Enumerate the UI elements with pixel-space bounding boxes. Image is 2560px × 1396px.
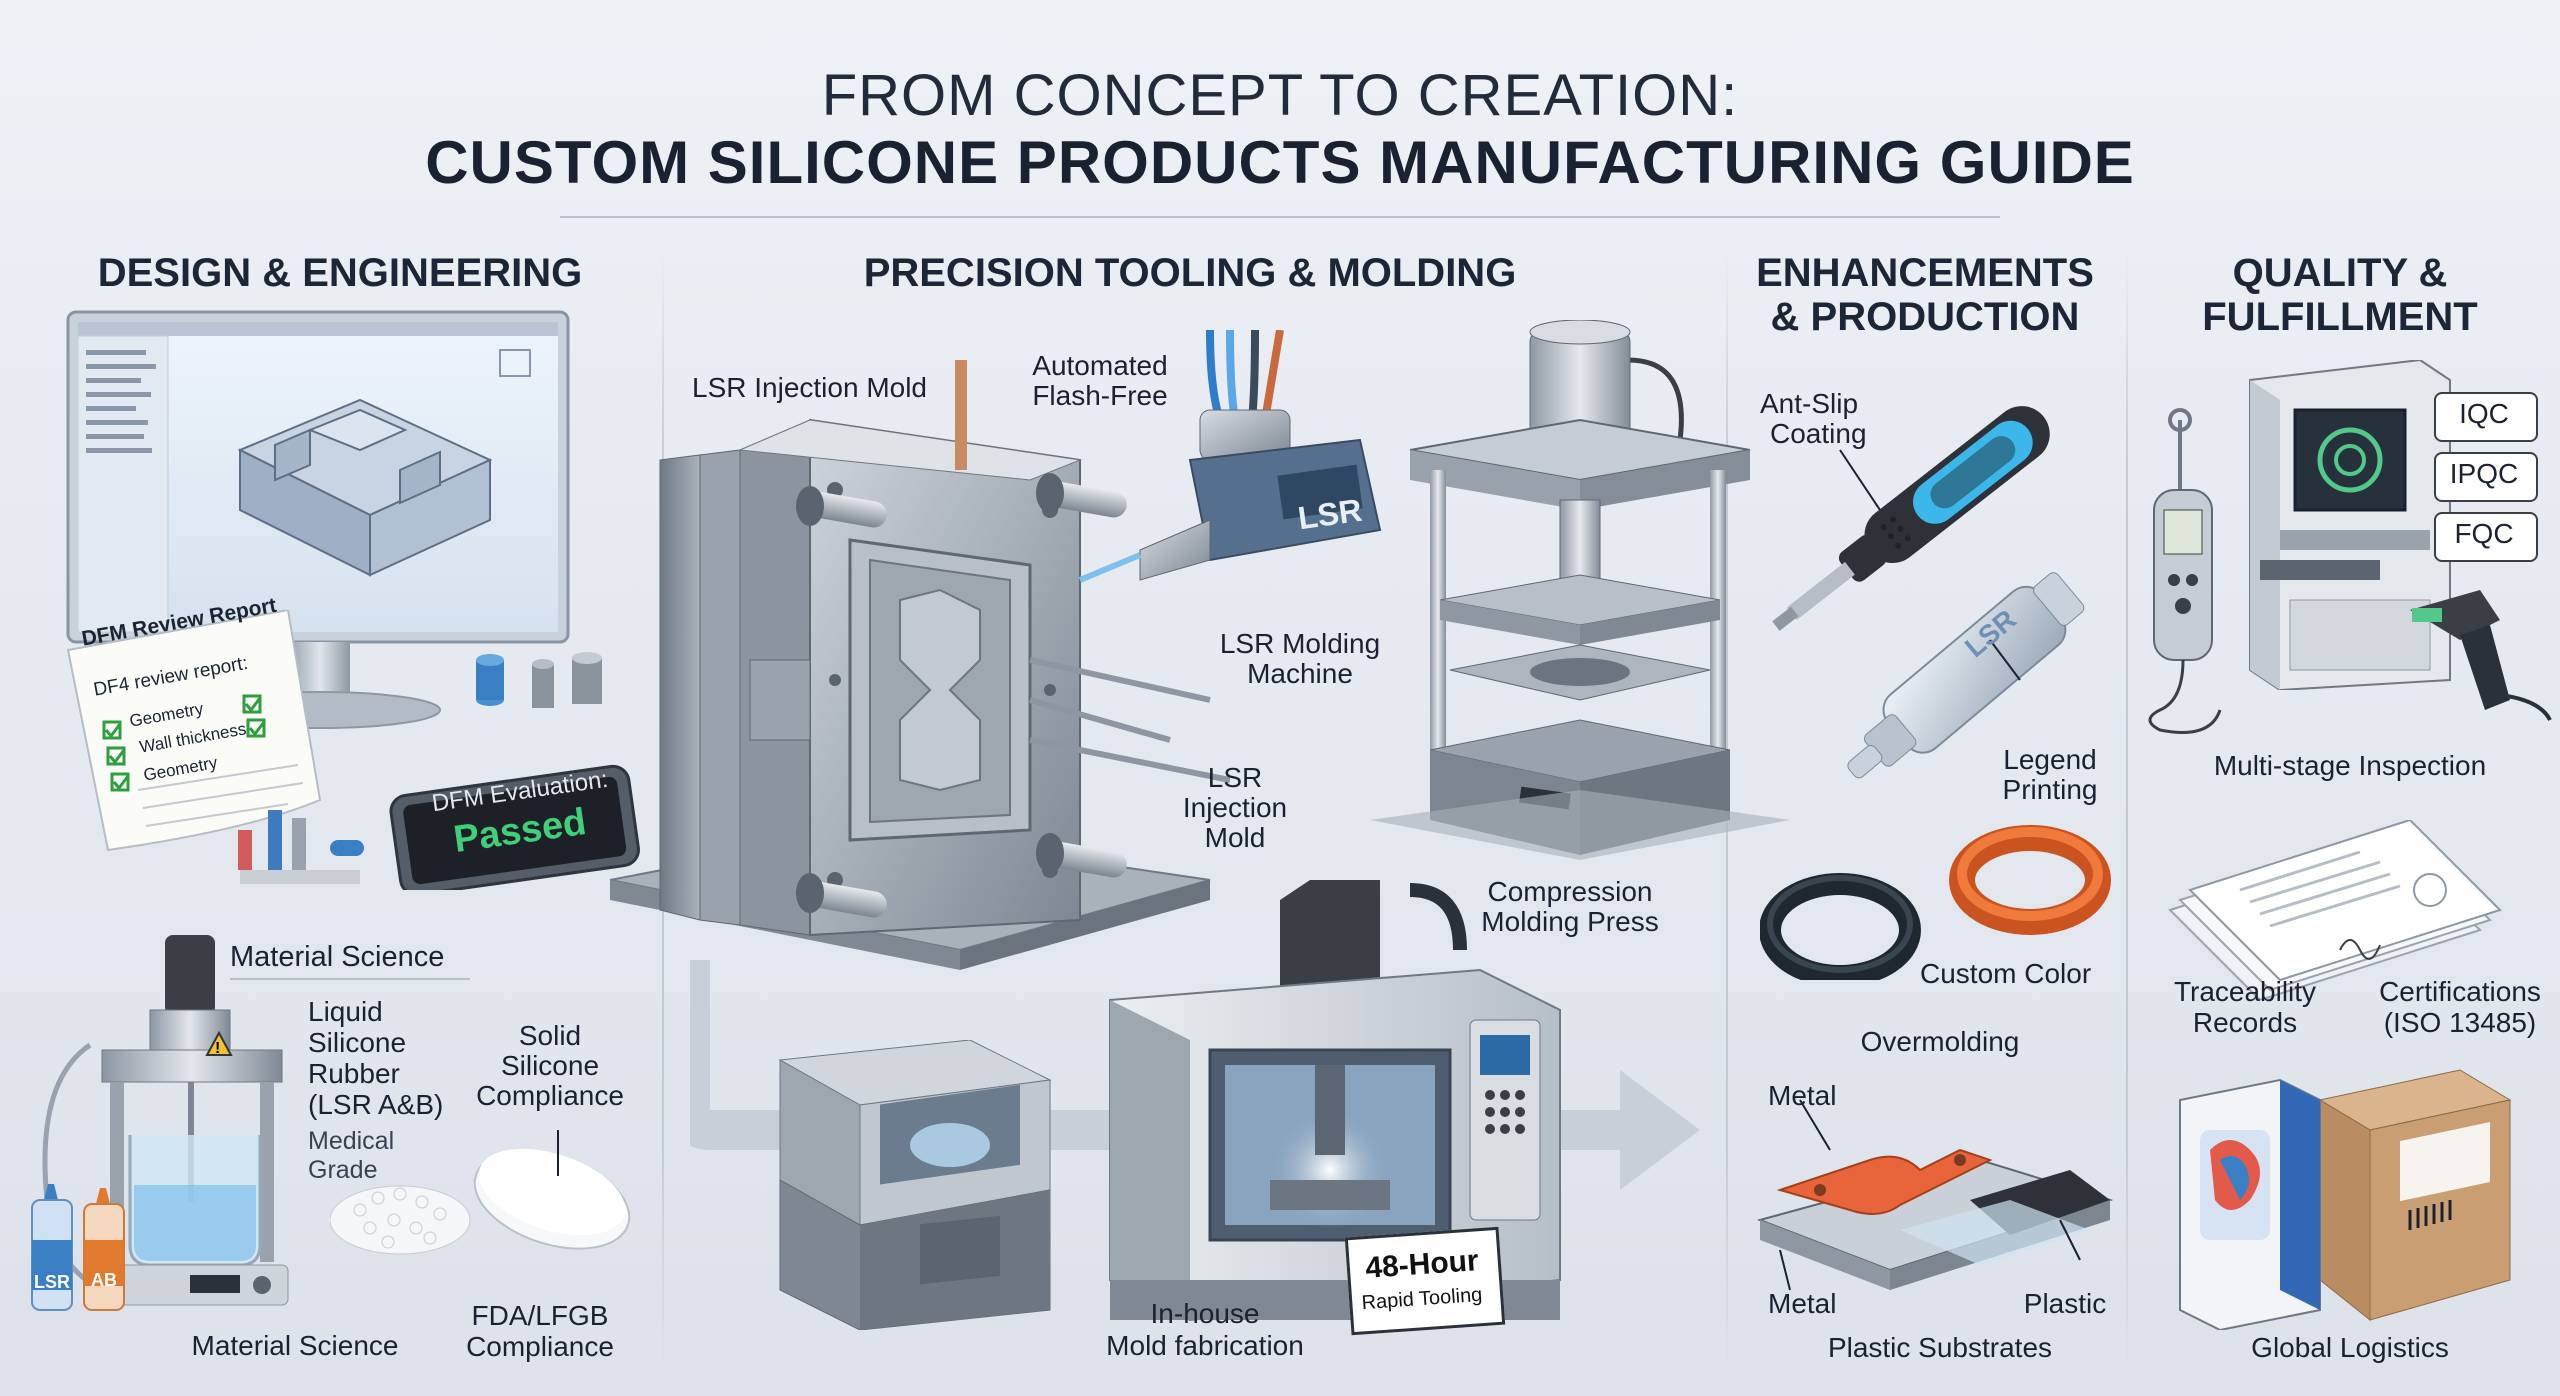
lsr-injection-line-2: Injection [1182,792,1288,823]
metal-label-top: Metal [1768,1080,1837,1111]
overmolding-label: Overmolding [1860,1026,2020,1057]
section-enhancements-heading-2: & PRODUCTION [1770,295,2080,339]
ipqc-tag [2434,452,2538,502]
metal-label-bottom: Metal [1768,1288,1837,1319]
compression-press-line-1: Compression [1487,876,1653,907]
section-enhancements-heading-1: ENHANCEMENTS [1756,251,2094,295]
silicone-pellets-and-pad [330,1130,631,1255]
section-quality-heading-2: FULFILLMENT [2202,295,2478,339]
fqc-tag-label: FQC [2454,518,2514,549]
svg-text:!: ! [215,1040,220,1057]
title-line-1: FROM CONCEPT TO CREATION: [821,63,1739,128]
inhouse-line-2: Mold fabrication [1106,1330,1304,1361]
dfm-evaluation-device [389,764,640,890]
lsr-label-line-4: (LSR A&B) [308,1089,444,1120]
plastic-label: Plastic [2023,1288,2107,1319]
automated-label-line-2: Flash-Free [1032,380,1168,411]
bottle-ab-label: AB [91,1270,117,1290]
overmolding-plate-illustration [1756,1099,2114,1291]
lsr-injection-line-3: Mold [1204,822,1266,853]
material-science-header: Material Science [230,941,445,973]
antislip-line-2: Coating [1770,418,1867,449]
lsr-injection-line-1: LSR [1207,762,1263,793]
handheld-gauge-illustration [2148,408,2222,734]
certificate-documents-illustration [2168,820,2502,1000]
column-divider-3 [2126,250,2128,1370]
plastic-substrates-label: Plastic Substrates [1827,1332,2053,1363]
solid-silicone-line-3: Compliance [476,1080,624,1111]
mold-label: LSR Injection Mold [692,372,928,403]
traceability-line-1: Traceability [2173,976,2317,1007]
legend-printed-part-illustration [1847,572,2085,779]
lsr-nozzle-illustration [1078,330,1382,583]
certifications-line-1: Certifications [2379,976,2541,1007]
sample-parts-icon [238,652,602,884]
lsr-label-line-1: Liquid [308,996,383,1027]
lsr-machine-line-1: LSR Molding [1219,628,1381,659]
lsr-injection-mold-illustration [610,360,1230,970]
solid-silicone-line-2: Silicone [500,1050,600,1081]
global-logistics-label: Global Logistics [2251,1332,2449,1363]
fqc-tag [2434,512,2538,562]
iqc-tag-label: IQC [2459,398,2509,429]
lsr-label-line-3: Rubber [308,1058,400,1089]
material-science-footer: Material Science [191,1330,399,1361]
bottle-lsr-label: LSR [34,1272,70,1292]
solid-silicone-line-1: Solid [518,1020,582,1051]
inhouse-line-1: In-house [1150,1298,1260,1329]
section-quality-heading-1: QUALITY & [2232,251,2448,295]
antislip-line-1: Ant-Slip [1760,388,1859,419]
small-mold-machine-illustration [778,1040,1052,1330]
inspection-machine-illustration [2249,360,2451,690]
title-rule [560,216,2000,218]
lsr-machine-line-2: Machine [1247,658,1353,689]
lsr-label-line-2: Silicone [308,1027,407,1058]
fda-lfgb-line-2: Compliance [466,1331,614,1362]
cad-monitor-illustration [66,310,570,729]
certifications-line-2: (ISO 13485) [2383,1007,2537,1038]
cnc-machine-illustration [1109,880,1561,1322]
material-header-underline [230,978,470,980]
medical-grade-line-1: Medical [308,1127,395,1155]
multi-stage-inspection-label: Multi-stage Inspection [2213,750,2487,781]
fda-lfgb-line-1: FDA/LFGB [471,1300,609,1331]
ipqc-tag-label: IPQC [2449,458,2519,489]
section-tooling-heading: PRECISION TOOLING & MOLDING [863,251,1517,295]
traceability-line-2: Records [2192,1007,2298,1038]
medical-grade-line-2: Grade [308,1156,378,1184]
compression-press-line-2: Molding Press [1481,906,1659,937]
custom-color-label: Custom Color [1920,958,2092,989]
section-design-heading: DESIGN & ENGINEERING [97,251,583,295]
legend-line-1: Legend [2003,744,2097,775]
process-flow-arrow [690,960,1700,1190]
dfm-report-paper [66,610,322,852]
barcode-scanner-icon [2410,590,2552,722]
lsr-ab-bottles [31,1184,125,1311]
compression-press-illustration [1370,320,1790,860]
iqc-tag [2434,392,2538,442]
automated-label-line-1: Automated [1032,350,1168,381]
shipping-boxes-illustration [2179,1069,2512,1330]
screwdriver-illustration [1772,406,2050,631]
title-line-2: CUSTOM SILICONE PRODUCTS MANUFACTURING G… [425,129,2135,196]
o-rings-illustration [1760,825,2111,980]
legend-line-2: Printing [2002,774,2098,805]
